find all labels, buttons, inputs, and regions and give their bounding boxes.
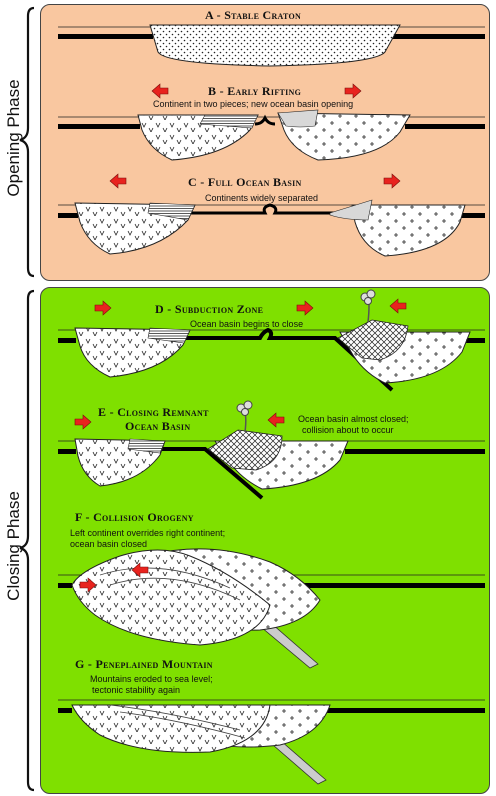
stage-f-caption-line1: Left continent overrides right continent… xyxy=(70,528,226,538)
stage-c-title: C - Full Ocean Basin xyxy=(188,175,302,189)
arrow-left-icon xyxy=(109,173,127,189)
stage-f-drawing xyxy=(58,548,485,669)
stage-e-title-line1: E - Closing Remnant xyxy=(98,405,209,419)
stage-d-title: D - Subduction Zone xyxy=(155,302,264,316)
arrow-right-icon xyxy=(296,300,314,316)
closing-brace xyxy=(19,289,35,792)
stage-e-title-line2: Ocean Basin xyxy=(125,419,191,433)
arrow-right-icon xyxy=(74,414,92,430)
arrow-left-icon xyxy=(267,412,285,428)
opening-brace xyxy=(19,6,35,278)
closing-phase-label: Closing Phase xyxy=(4,491,23,601)
stage-d-caption: Ocean basin begins to close xyxy=(190,319,304,329)
arrow-right-icon xyxy=(383,173,401,189)
arrow-left-icon xyxy=(151,83,169,99)
opening-phase-label: Opening Phase xyxy=(4,79,23,197)
arrow-left-icon xyxy=(389,298,407,314)
stage-a-title: A - Stable Craton xyxy=(205,8,302,22)
stage-g-title: G - Peneplained Mountain xyxy=(75,657,213,671)
arrow-right-icon xyxy=(94,300,112,316)
stage-b-caption: Continent in two pieces; new ocean basin… xyxy=(153,99,354,109)
stage-a-drawing xyxy=(58,24,485,67)
stage-g-drawing xyxy=(58,699,485,785)
arrow-right-icon xyxy=(344,83,362,99)
stage-b-drawing xyxy=(58,83,485,161)
stage-e-drawing xyxy=(58,400,485,500)
stage-c-drawing xyxy=(58,173,485,257)
stage-e-caption-line2: collision about to occur xyxy=(302,425,394,435)
stage-f-caption-line2: ocean basin closed xyxy=(70,539,148,549)
stage-b-title: B - Early Rifting xyxy=(208,84,302,98)
stage-c-caption: Continents widely separated xyxy=(205,193,319,203)
stage-g-caption-line2: tectonic stability again xyxy=(92,685,181,695)
stage-f-title: F - Collision Orogeny xyxy=(75,510,194,524)
stage-g-caption-line1: Mountains eroded to sea level; xyxy=(90,674,213,684)
stage-e-caption-line1: Ocean basin almost closed; xyxy=(298,414,409,424)
stage-d-drawing xyxy=(58,289,485,392)
